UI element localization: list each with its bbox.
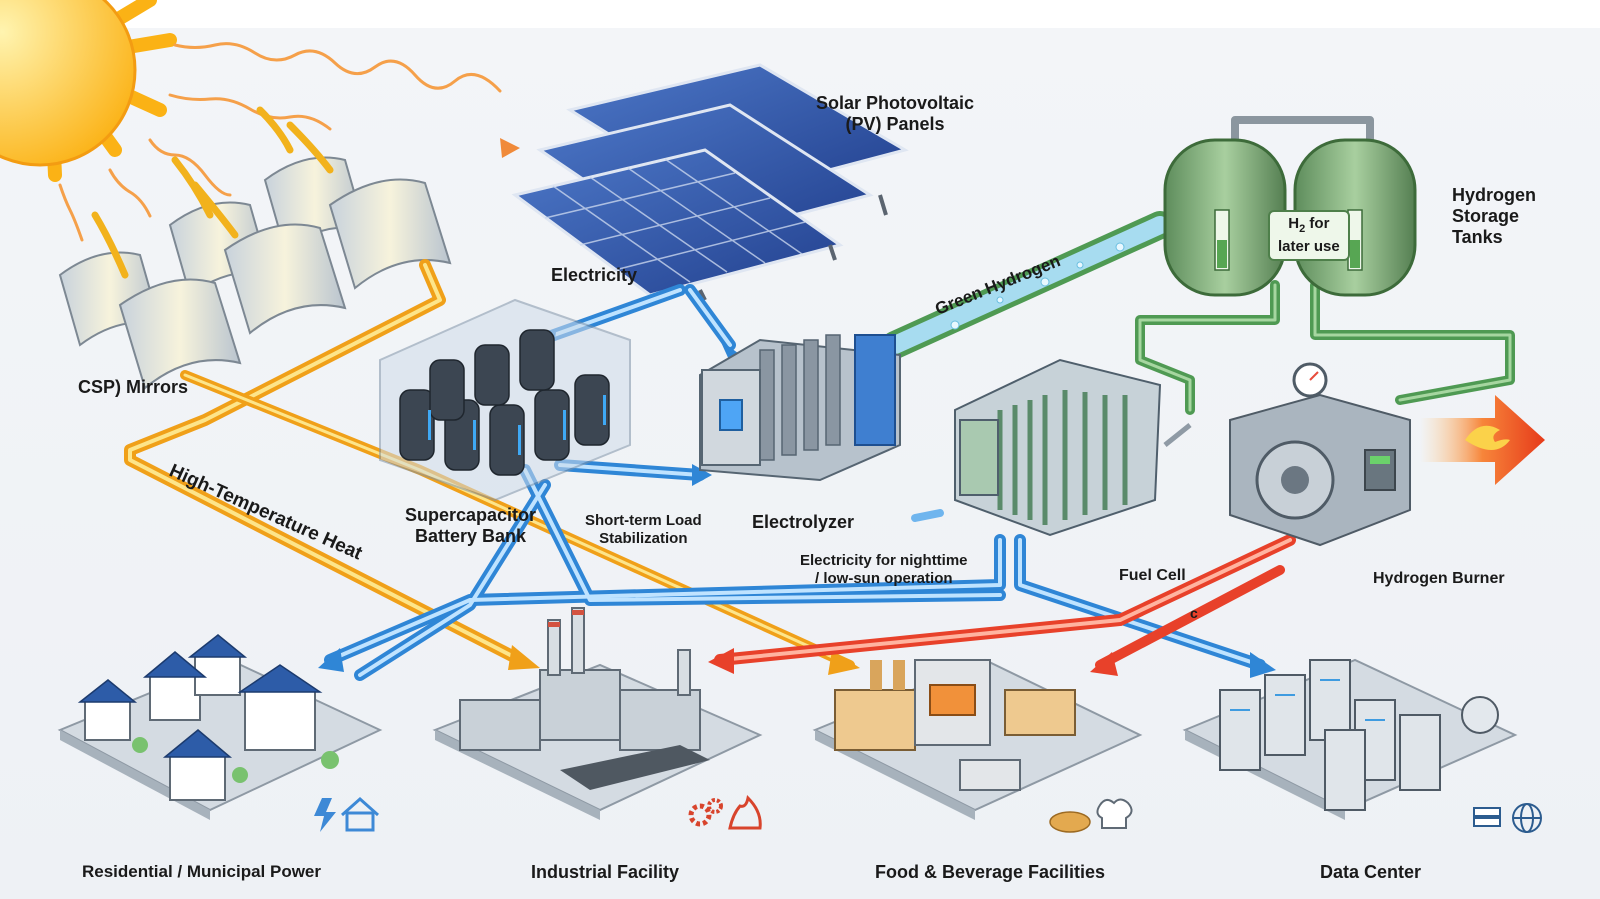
server-icon bbox=[1473, 807, 1501, 827]
home-icon bbox=[341, 796, 379, 832]
hydrogen-burner-icon bbox=[1229, 362, 1411, 547]
supercapacitor-label-line1: Supercapacitor bbox=[405, 505, 537, 525]
gear-icon bbox=[688, 798, 723, 827]
lightning-icon bbox=[314, 798, 336, 832]
h2-storage-note: H2 for later use bbox=[1268, 210, 1350, 261]
pv-panels-label-line1: Solar Photovoltaic bbox=[816, 93, 975, 113]
electrolyzer-label: Electrolyzer bbox=[752, 512, 855, 532]
server-rack-icon bbox=[1182, 658, 1518, 820]
hot-pipe-group bbox=[708, 534, 1296, 676]
electricity-label: Electricity bbox=[551, 265, 638, 285]
h2-for-text: for bbox=[1305, 215, 1330, 232]
globe-icon bbox=[1512, 803, 1542, 833]
factory-icon bbox=[432, 607, 763, 820]
bread-icon bbox=[1049, 811, 1091, 833]
night-electricity-label-line1: Electricity for nighttime bbox=[800, 552, 968, 569]
h2-subscript: 2 bbox=[1299, 223, 1306, 235]
hydrogen-tanks-label-line1: Hydrogen bbox=[1452, 185, 1537, 205]
kitchen-icon bbox=[812, 658, 1143, 820]
data-center-label: Data Center bbox=[1320, 862, 1422, 882]
supercapacitor-label-line2: Battery Bank bbox=[415, 526, 527, 546]
high-temp-heat-label: High-Temperature Heat bbox=[166, 460, 366, 564]
pv-panels-label-line2: (PV) Panels bbox=[845, 114, 945, 134]
chef-hat-icon bbox=[1096, 798, 1133, 829]
houses-icon bbox=[57, 634, 383, 820]
battery-bank-icon bbox=[379, 298, 631, 502]
fuel-cell-icon bbox=[954, 358, 1192, 537]
hydrogen-burner-label: Hydrogen Burner bbox=[1373, 570, 1505, 587]
hydrogen-tanks-label-line3: Tanks bbox=[1452, 227, 1503, 247]
food-label: Food & Beverage Facilities bbox=[875, 862, 1106, 882]
pv-panel-icon bbox=[511, 63, 909, 301]
sun-icon bbox=[0, 0, 177, 182]
csp-mirrors-label: CSP) Mirrors bbox=[78, 377, 189, 397]
hydrogen-tanks-label-line2: Storage bbox=[1452, 206, 1520, 226]
short-term-label-line1: Short-term Load bbox=[585, 512, 702, 529]
electricity-pipe-group bbox=[318, 284, 1276, 681]
hydrogen-tanks-label: Hydrogen Storage Tanks bbox=[1452, 185, 1536, 248]
fuel-cell-label: Fuel Cell bbox=[1119, 567, 1186, 584]
short-term-label: Short-term Load Stabilization bbox=[585, 512, 702, 548]
night-electricity-label: Electricity for nighttime / low-sun oper… bbox=[800, 552, 968, 588]
pv-panels-label: Solar Photovoltaic (PV) Panels bbox=[816, 93, 974, 135]
supercapacitor-label: Supercapacitor Battery Bank bbox=[405, 505, 536, 547]
stray-c-label: c bbox=[1190, 605, 1198, 621]
csp-mirror-icon bbox=[58, 106, 452, 390]
electrolyzer-icon bbox=[699, 334, 901, 482]
short-term-label-line2: Stabilization bbox=[599, 530, 688, 547]
fire-icon bbox=[728, 794, 762, 830]
night-electricity-label-line2: / low-sun operation bbox=[815, 570, 953, 587]
flame-icon bbox=[1420, 395, 1545, 485]
residential-label: Residential / Municipal Power bbox=[82, 862, 321, 881]
industrial-label: Industrial Facility bbox=[531, 862, 680, 882]
sun-ray-group bbox=[58, 42, 502, 242]
hydrogen-pipe-group bbox=[881, 116, 1515, 415]
h2-symbol: H bbox=[1288, 215, 1300, 232]
h2-later-use-text: later use bbox=[1278, 238, 1340, 255]
